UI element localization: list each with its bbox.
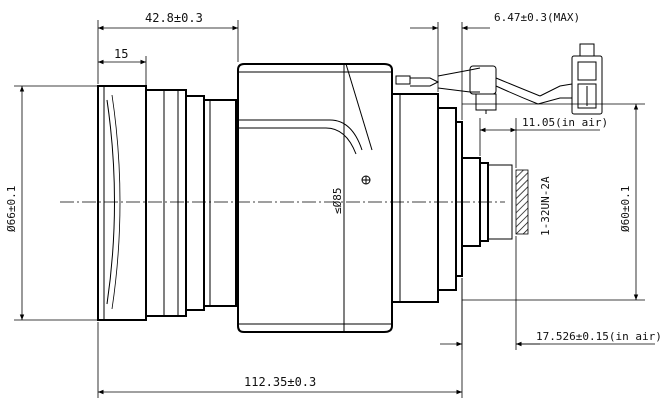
dim-back-focus-label: 11.05(in air) [522, 116, 608, 129]
dim-offset-15-label: 15 [114, 47, 128, 61]
dim-total-length-label: 112.35±0.3 [244, 375, 316, 389]
dim-back-focus: 11.05(in air) [479, 116, 608, 168]
dim-mount-thread: 1-32UN-2A [539, 176, 552, 236]
rear-section [391, 93, 529, 303]
center-mark-icon [361, 175, 371, 185]
main-body [237, 63, 393, 333]
dim-mount-thread-label: 1-32UN-2A [539, 176, 552, 236]
dim-rear-diameter-label: Ø60±0.1 [619, 186, 632, 232]
dim-body-diameter-label: ≤Ø85 [331, 188, 344, 215]
cable-connector [395, 43, 603, 115]
front-barrel [97, 85, 237, 321]
dim-length-top: 42.8±0.3 [97, 11, 239, 84]
dim-rear-diameter: Ø60±0.1 [462, 103, 645, 301]
dim-max-protrusion-label: 6.47±0.3(MAX) [494, 11, 580, 24]
dim-front-diameter-label: Ø66±0.1 [5, 186, 18, 232]
dim-offset-15: 15 [98, 47, 147, 88]
dim-front-diameter: Ø66±0.1 [5, 85, 98, 321]
dim-total-length: 112.35±0.3 [97, 278, 463, 398]
dim-flange-distance-label: 17.526±0.15(in air) [536, 330, 661, 343]
dim-body-diameter: ≤Ø85 [331, 188, 344, 215]
dim-flange-distance: 17.526±0.15(in air) [440, 236, 661, 350]
dim-length-top-label: 42.8±0.3 [145, 11, 203, 25]
